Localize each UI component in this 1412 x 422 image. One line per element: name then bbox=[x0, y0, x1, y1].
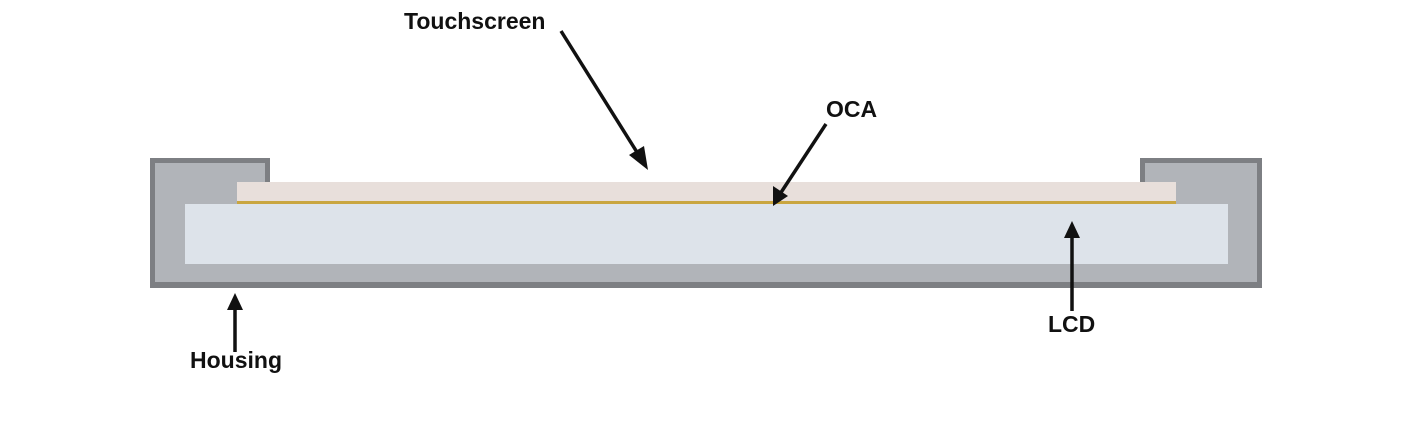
oca-label: OCA bbox=[826, 96, 877, 122]
touchscreen-label: Touchscreen bbox=[404, 8, 545, 34]
oca-layer bbox=[237, 201, 1176, 204]
lcd-arrow bbox=[1064, 221, 1080, 311]
housing-arrow bbox=[227, 293, 243, 352]
touchscreen-arrow bbox=[559, 30, 648, 170]
lcd-label: LCD bbox=[1048, 311, 1095, 337]
oca-arrow bbox=[773, 123, 828, 206]
touchscreen-layer bbox=[237, 182, 1176, 202]
lcd-panel bbox=[185, 204, 1228, 264]
